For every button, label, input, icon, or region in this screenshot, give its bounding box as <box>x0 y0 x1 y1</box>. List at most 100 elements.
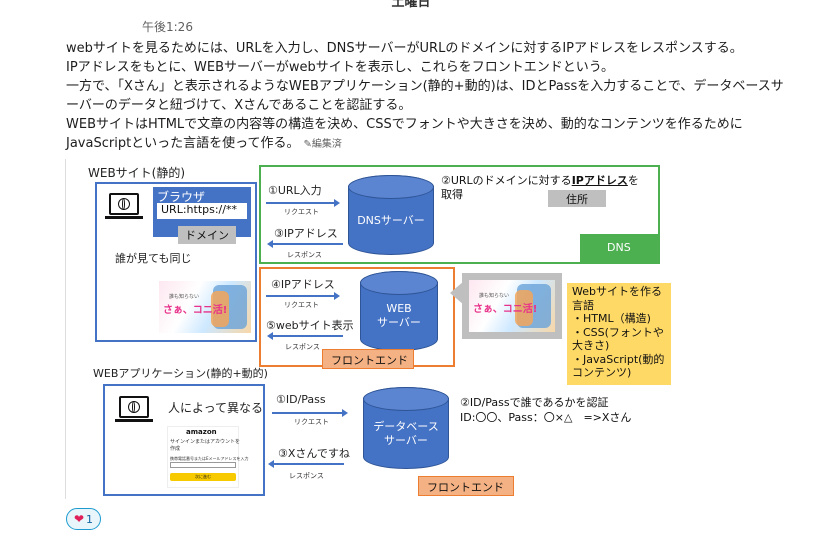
step2-prefix: ②URLのドメインに対する <box>441 174 572 187</box>
app-step2-line1: ②ID/Passで誰であるかを認証 <box>460 396 609 409</box>
cylinder-top <box>360 271 438 295</box>
client-box <box>95 182 257 342</box>
thumb-small-text: 誰も知らない <box>169 294 200 300</box>
response-label: レスポンス <box>289 472 324 480</box>
webapp-client-box <box>103 384 265 496</box>
request-arrow <box>272 409 348 417</box>
request-arrow <box>266 292 340 300</box>
thumb-small-text: 誰も知らない <box>479 293 510 299</box>
response-label: レスポンス <box>285 343 320 351</box>
message-body: webサイトを見るためには、URLを入力し、DNSサーバーがURLのドメインに対… <box>66 39 811 154</box>
response-label: レスポンス <box>287 251 322 259</box>
thumb-title: さぁ、コニ活! <box>473 304 538 315</box>
lang-css-1: ・CSS(フォントや <box>572 325 664 339</box>
day-divider-label: 土曜日 <box>391 0 431 10</box>
message-line-last: JavaScriptといった言語を使って作る。✎編集済 <box>66 134 811 154</box>
callout-pointer <box>450 281 464 305</box>
step2-line2: 取得 <box>441 188 463 201</box>
website-section-title: WEBサイト(静的) <box>88 166 186 180</box>
language-note-text: Webサイトを作る 言語 ・HTML（構造) ・CSS(フォントや 大きさ) ・… <box>572 285 664 380</box>
address-label: 住所 <box>566 193 588 206</box>
message-line: WEBサイトはHTMLで文章の内容等の構造を決め、CSSでフォントや大きさを決め… <box>66 117 743 132</box>
app-step2-line2: ID:〇〇、Pass：〇×△ =>Xさん <box>460 411 632 424</box>
signin-button: 次に進む <box>170 473 236 481</box>
lang-title-1: Webサイトを作る <box>572 285 662 298</box>
step3-label: ③IPアドレス <box>274 227 338 240</box>
domain-label: ドメイン <box>185 229 229 242</box>
lang-html: ・HTML（構造) <box>572 312 651 325</box>
cylinder-top <box>363 387 449 411</box>
website-thumbnail: 誰も知らない さぁ、コニ活! <box>159 281 251 333</box>
signin-input <box>170 462 236 468</box>
request-label: リクエスト <box>294 418 329 426</box>
message-line: webサイトを見るためには、URLを入力し、DNSサーバーがURLのドメインに対… <box>66 41 743 56</box>
globe-icon <box>128 401 140 413</box>
frontend-label: フロントエンド <box>427 481 504 494</box>
edited-indicator: ✎編集済 <box>304 139 342 150</box>
reaction-count: 1 <box>86 512 94 526</box>
message-line-text: JavaScriptといった言語を使って作る。 <box>66 136 300 151</box>
thumb-title: さぁ、コニ活! <box>163 305 228 316</box>
heart-icon: ❤ <box>73 512 85 526</box>
globe-icon <box>118 198 130 210</box>
lang-js-1: ・JavaScript(動的 <box>572 352 665 366</box>
dns-server-label: DNSサーバー <box>357 214 425 227</box>
response-arrow <box>268 460 344 468</box>
request-label: リクエスト <box>284 208 319 216</box>
response-arrow <box>267 332 343 340</box>
diagram-image[interactable]: WEBサイト(静的) ブラウザ URL:https://** ドメイン 誰が見て… <box>66 159 690 499</box>
step1-label: ①URL入力 <box>268 184 322 197</box>
app-step3-label: ③Xさんですね <box>278 447 350 460</box>
same-for-all-label: 誰が見ても同じ <box>115 252 192 265</box>
step4-label: ④IPアドレス <box>271 278 335 291</box>
thumb-figure <box>211 291 229 327</box>
message-line: 一方で、「Xさん」と表示されるようなWEBアプリケーション(静的+動的)は、ID… <box>66 79 784 94</box>
database-server-cylinder: データベースサーバー <box>363 387 449 469</box>
dns-tag <box>580 234 658 262</box>
signin-text-1: サインインまたはアカウントを <box>170 439 241 445</box>
laptop-icon <box>105 193 143 219</box>
app-step2-text: ②ID/Passで誰であるかを認証 ID:〇〇、Pass：〇×△ =>Xさん <box>460 395 631 425</box>
dns-section-box <box>259 165 660 264</box>
lang-js-2: コンテンツ) <box>572 366 632 379</box>
response-arrow <box>267 240 343 248</box>
dns-server-cylinder: DNSサーバー <box>348 175 434 255</box>
step2-text: ②URLのドメインに対するIPアドレスを <box>441 172 639 188</box>
webapp-section-title: WEBアプリケーション(静的+動的) <box>93 367 268 380</box>
dns-label: DNS <box>607 241 631 254</box>
url-bar <box>157 203 247 219</box>
address-tag <box>548 190 606 207</box>
amazon-logo: amazon <box>186 428 217 436</box>
step2-suffix: を <box>627 174 639 187</box>
browser-label: ブラウザ <box>157 190 206 204</box>
cylinder-top <box>348 175 434 199</box>
signin-text-2: 作成 <box>170 446 181 452</box>
web-server-label-2: サーバー <box>377 316 421 329</box>
message-line: ーバーのデータと紐づけて、Xさんであることを認証する。 <box>66 98 412 113</box>
domain-tag <box>178 226 236 244</box>
signin-field-label: 携帯電話番号またはEメールアドレスを入力 <box>170 456 249 461</box>
message-line: IPアドレスをもとに、WEBサーバーがwebサイトを表示し、これらをフロントエン… <box>66 60 614 75</box>
db-server-label-2: サーバー <box>384 434 428 447</box>
reaction-pill[interactable]: ❤ 1 <box>66 508 101 530</box>
signin-text: サインインまたはアカウントを作成 <box>170 439 240 453</box>
request-label: リクエスト <box>284 301 319 309</box>
request-arrow <box>266 199 340 207</box>
edited-label: 編集済 <box>311 139 342 150</box>
url-text: URL:https://** <box>161 203 237 216</box>
step5-label: ⑤webサイト表示 <box>266 319 354 332</box>
language-note <box>567 283 671 385</box>
pencil-icon: ✎ <box>303 139 312 150</box>
frontend-label: フロントエンド <box>331 354 408 367</box>
db-server-label-1: データベース <box>373 420 439 433</box>
message-timestamp[interactable]: 午後1:26 <box>142 20 193 34</box>
lang-title-2: 言語 <box>572 298 594 312</box>
lang-css-2: 大きさ) <box>572 339 610 352</box>
thumb-figure <box>515 290 533 326</box>
app-step1-label: ①ID/Pass <box>276 393 326 406</box>
website-thumbnail: 誰も知らない さぁ、コニ活! <box>469 280 555 332</box>
diagram-left-rule <box>65 159 66 499</box>
step2-bold: IPアドレス <box>571 174 628 187</box>
differs-label: 人によって異なる <box>168 401 264 415</box>
